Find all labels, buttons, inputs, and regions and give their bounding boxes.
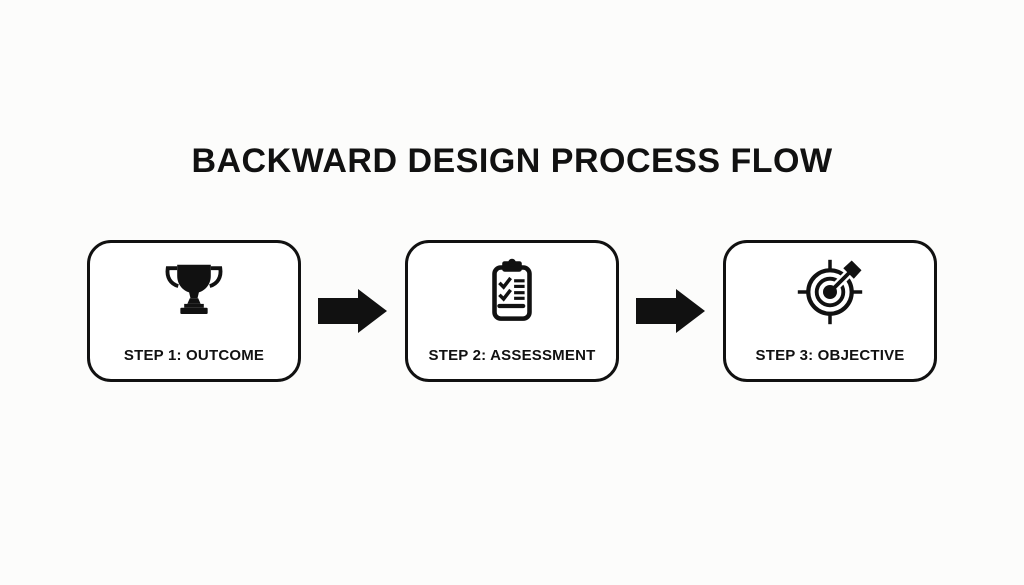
trophy-icon (165, 264, 223, 315)
step-label: STEP 3: OBJECTIVE (755, 347, 905, 364)
step-card-assessment: STEP 2: ASSESSMENT (405, 240, 619, 382)
step-label: STEP 2: ASSESSMENT (428, 347, 596, 364)
step-card-objective: STEP 3: OBJECTIVE (723, 240, 937, 382)
clipboard-checklist-icon (492, 258, 532, 321)
process-flow-row: STEP 1: OUTCOME STEP 2: ASSESSMENT (0, 240, 1024, 382)
flow-connector (636, 288, 706, 334)
step-label: STEP 1: OUTCOME (123, 347, 265, 364)
arrow-right-icon (318, 289, 387, 333)
arrow-right-icon (636, 289, 705, 333)
target-arrow-icon (797, 259, 863, 325)
step-card-outcome: STEP 1: OUTCOME (87, 240, 301, 382)
flow-connector (318, 288, 388, 334)
diagram-title: BACKWARD DESIGN PROCESS FLOW (191, 142, 833, 180)
